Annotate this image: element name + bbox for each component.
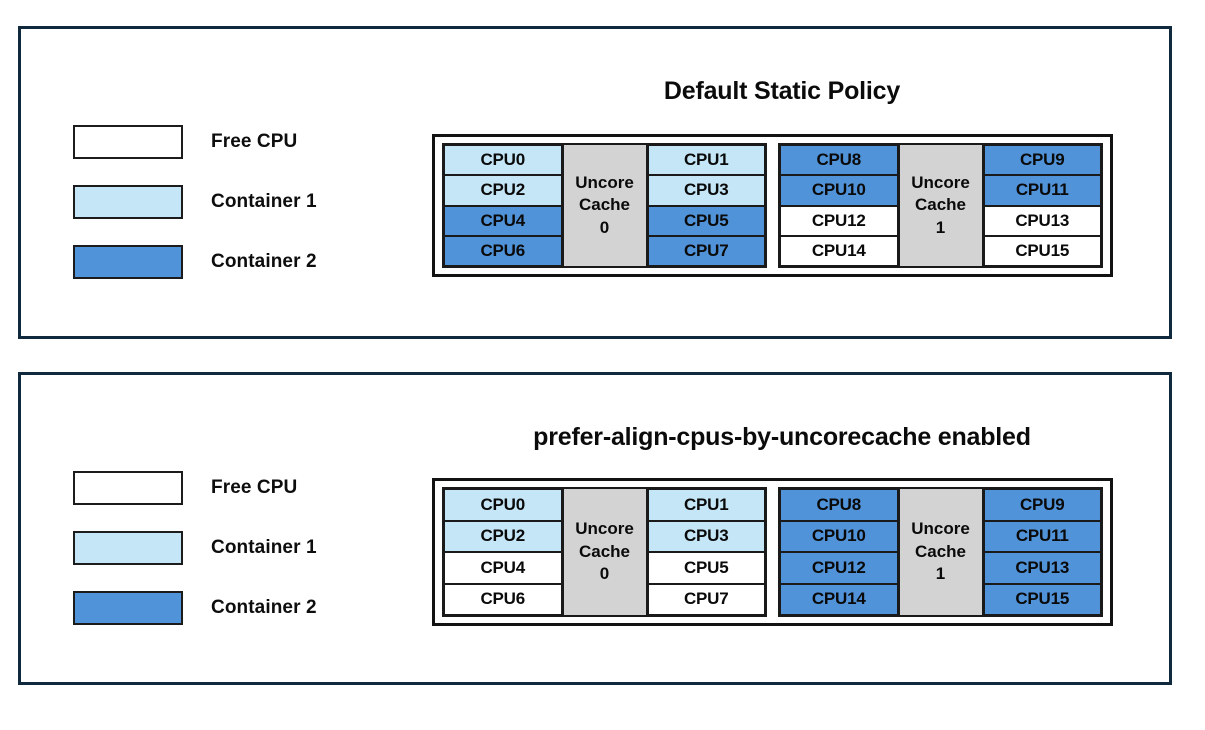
uncore-cache-label-line-1: Uncore xyxy=(575,519,634,539)
uncore-cache-label-line-3: 1 xyxy=(935,564,946,584)
diagram-title: prefer-align-cpus-by-uncorecache enabled xyxy=(533,423,1031,451)
legend-swatch xyxy=(73,125,183,159)
uncore-cache-label-line-3: 1 xyxy=(935,217,946,237)
cpu-cell-cpu13: CPU13 xyxy=(983,552,1101,584)
cpu-cell-cpu4: CPU4 xyxy=(444,552,562,584)
cpu-cell-cpu5: CPU5 xyxy=(647,552,765,584)
cpu-cell-cpu0: CPU0 xyxy=(444,489,562,521)
legend-item-free-cpu: Free CPU xyxy=(73,471,317,505)
uncore-cache-label-line-1: Uncore xyxy=(911,519,970,539)
cpu-cell-cpu8: CPU8 xyxy=(780,145,898,176)
cpu-cell-cpu4: CPU4 xyxy=(444,205,562,236)
legend-label: Free CPU xyxy=(211,131,298,152)
cpu-cell-cpu15: CPU15 xyxy=(983,583,1101,615)
cpu-cell-cpu3: CPU3 xyxy=(647,520,765,552)
panel-prefer-align-enabled: Free CPU Container 1 Container 2 prefer-ali… xyxy=(18,372,1172,685)
uncore-cache-label-line-2: Cache xyxy=(578,195,631,215)
legend: Free CPU Container 1 Container 2 xyxy=(73,471,317,651)
cpu-cell-cpu1: CPU1 xyxy=(647,489,765,521)
legend-item-container-1: Container 1 xyxy=(73,531,317,565)
legend-label: Container 2 xyxy=(211,251,317,272)
cpu-cell-cpu11: CPU11 xyxy=(983,520,1101,552)
cpu-cell-cpu14: CPU14 xyxy=(780,235,898,266)
legend-item-container-2: Container 2 xyxy=(73,591,317,625)
cpu-cell-cpu7: CPU7 xyxy=(647,583,765,615)
cpu-cell-cpu13: CPU13 xyxy=(983,205,1101,236)
cpu-cell-cpu9: CPU9 xyxy=(983,145,1101,176)
legend-label: Container 1 xyxy=(211,537,317,558)
cpu-cell-cpu6: CPU6 xyxy=(444,235,562,266)
uncore-cache-label-line-1: Uncore xyxy=(911,172,970,192)
cpu-cell-cpu8: CPU8 xyxy=(780,489,898,521)
uncore-cache-label-line-2: Cache xyxy=(914,195,967,215)
cpu-cell-cpu12: CPU12 xyxy=(780,205,898,236)
uncore-cache-label-line-1: Uncore xyxy=(575,172,634,192)
uncore-cache-label-line-2: Cache xyxy=(914,541,967,561)
diagram-title: Default Static Policy xyxy=(663,77,901,105)
legend-item-container-2: Container 2 xyxy=(73,245,317,279)
cpu-cell-cpu5: CPU5 xyxy=(647,205,765,236)
cpu-cell-cpu1: CPU1 xyxy=(647,145,765,176)
cpu-cell-cpu7: CPU7 xyxy=(647,235,765,266)
legend-swatch xyxy=(73,245,183,279)
cpu-cell-cpu3: CPU3 xyxy=(647,175,765,206)
legend: Free CPU Container 1 Container 2 xyxy=(73,125,317,305)
cpu-cell-cpu14: CPU14 xyxy=(780,583,898,615)
legend-swatch xyxy=(73,531,183,565)
cpu-cell-cpu9: CPU9 xyxy=(983,489,1101,521)
cpu-cell-cpu0: CPU0 xyxy=(444,145,562,176)
cpu-cell-cpu11: CPU11 xyxy=(983,175,1101,206)
uncore-cache-label-line-3: 0 xyxy=(599,217,610,237)
uncore-cache-label-line-2: Cache xyxy=(578,541,631,561)
cpu-cell-cpu10: CPU10 xyxy=(780,175,898,206)
legend-label: Container 1 xyxy=(211,191,317,212)
panel-default-static-policy: Free CPU Container 1 Container 2 Default St… xyxy=(18,26,1172,339)
legend-swatch xyxy=(73,185,183,219)
cpu-cell-cpu10: CPU10 xyxy=(780,520,898,552)
cpu-cell-cpu2: CPU2 xyxy=(444,520,562,552)
cpu-cell-cpu2: CPU2 xyxy=(444,175,562,206)
cpu-cell-cpu12: CPU12 xyxy=(780,552,898,584)
cpu-cell-cpu15: CPU15 xyxy=(983,235,1101,266)
legend-label: Container 2 xyxy=(211,597,317,618)
uncore-cache-label-line-3: 0 xyxy=(599,564,610,584)
legend-item-container-1: Container 1 xyxy=(73,185,317,219)
legend-label: Free CPU xyxy=(211,477,298,498)
legend-swatch xyxy=(73,471,183,505)
cpu-cell-cpu6: CPU6 xyxy=(444,583,562,615)
legend-item-free-cpu: Free CPU xyxy=(73,125,317,159)
legend-swatch xyxy=(73,591,183,625)
